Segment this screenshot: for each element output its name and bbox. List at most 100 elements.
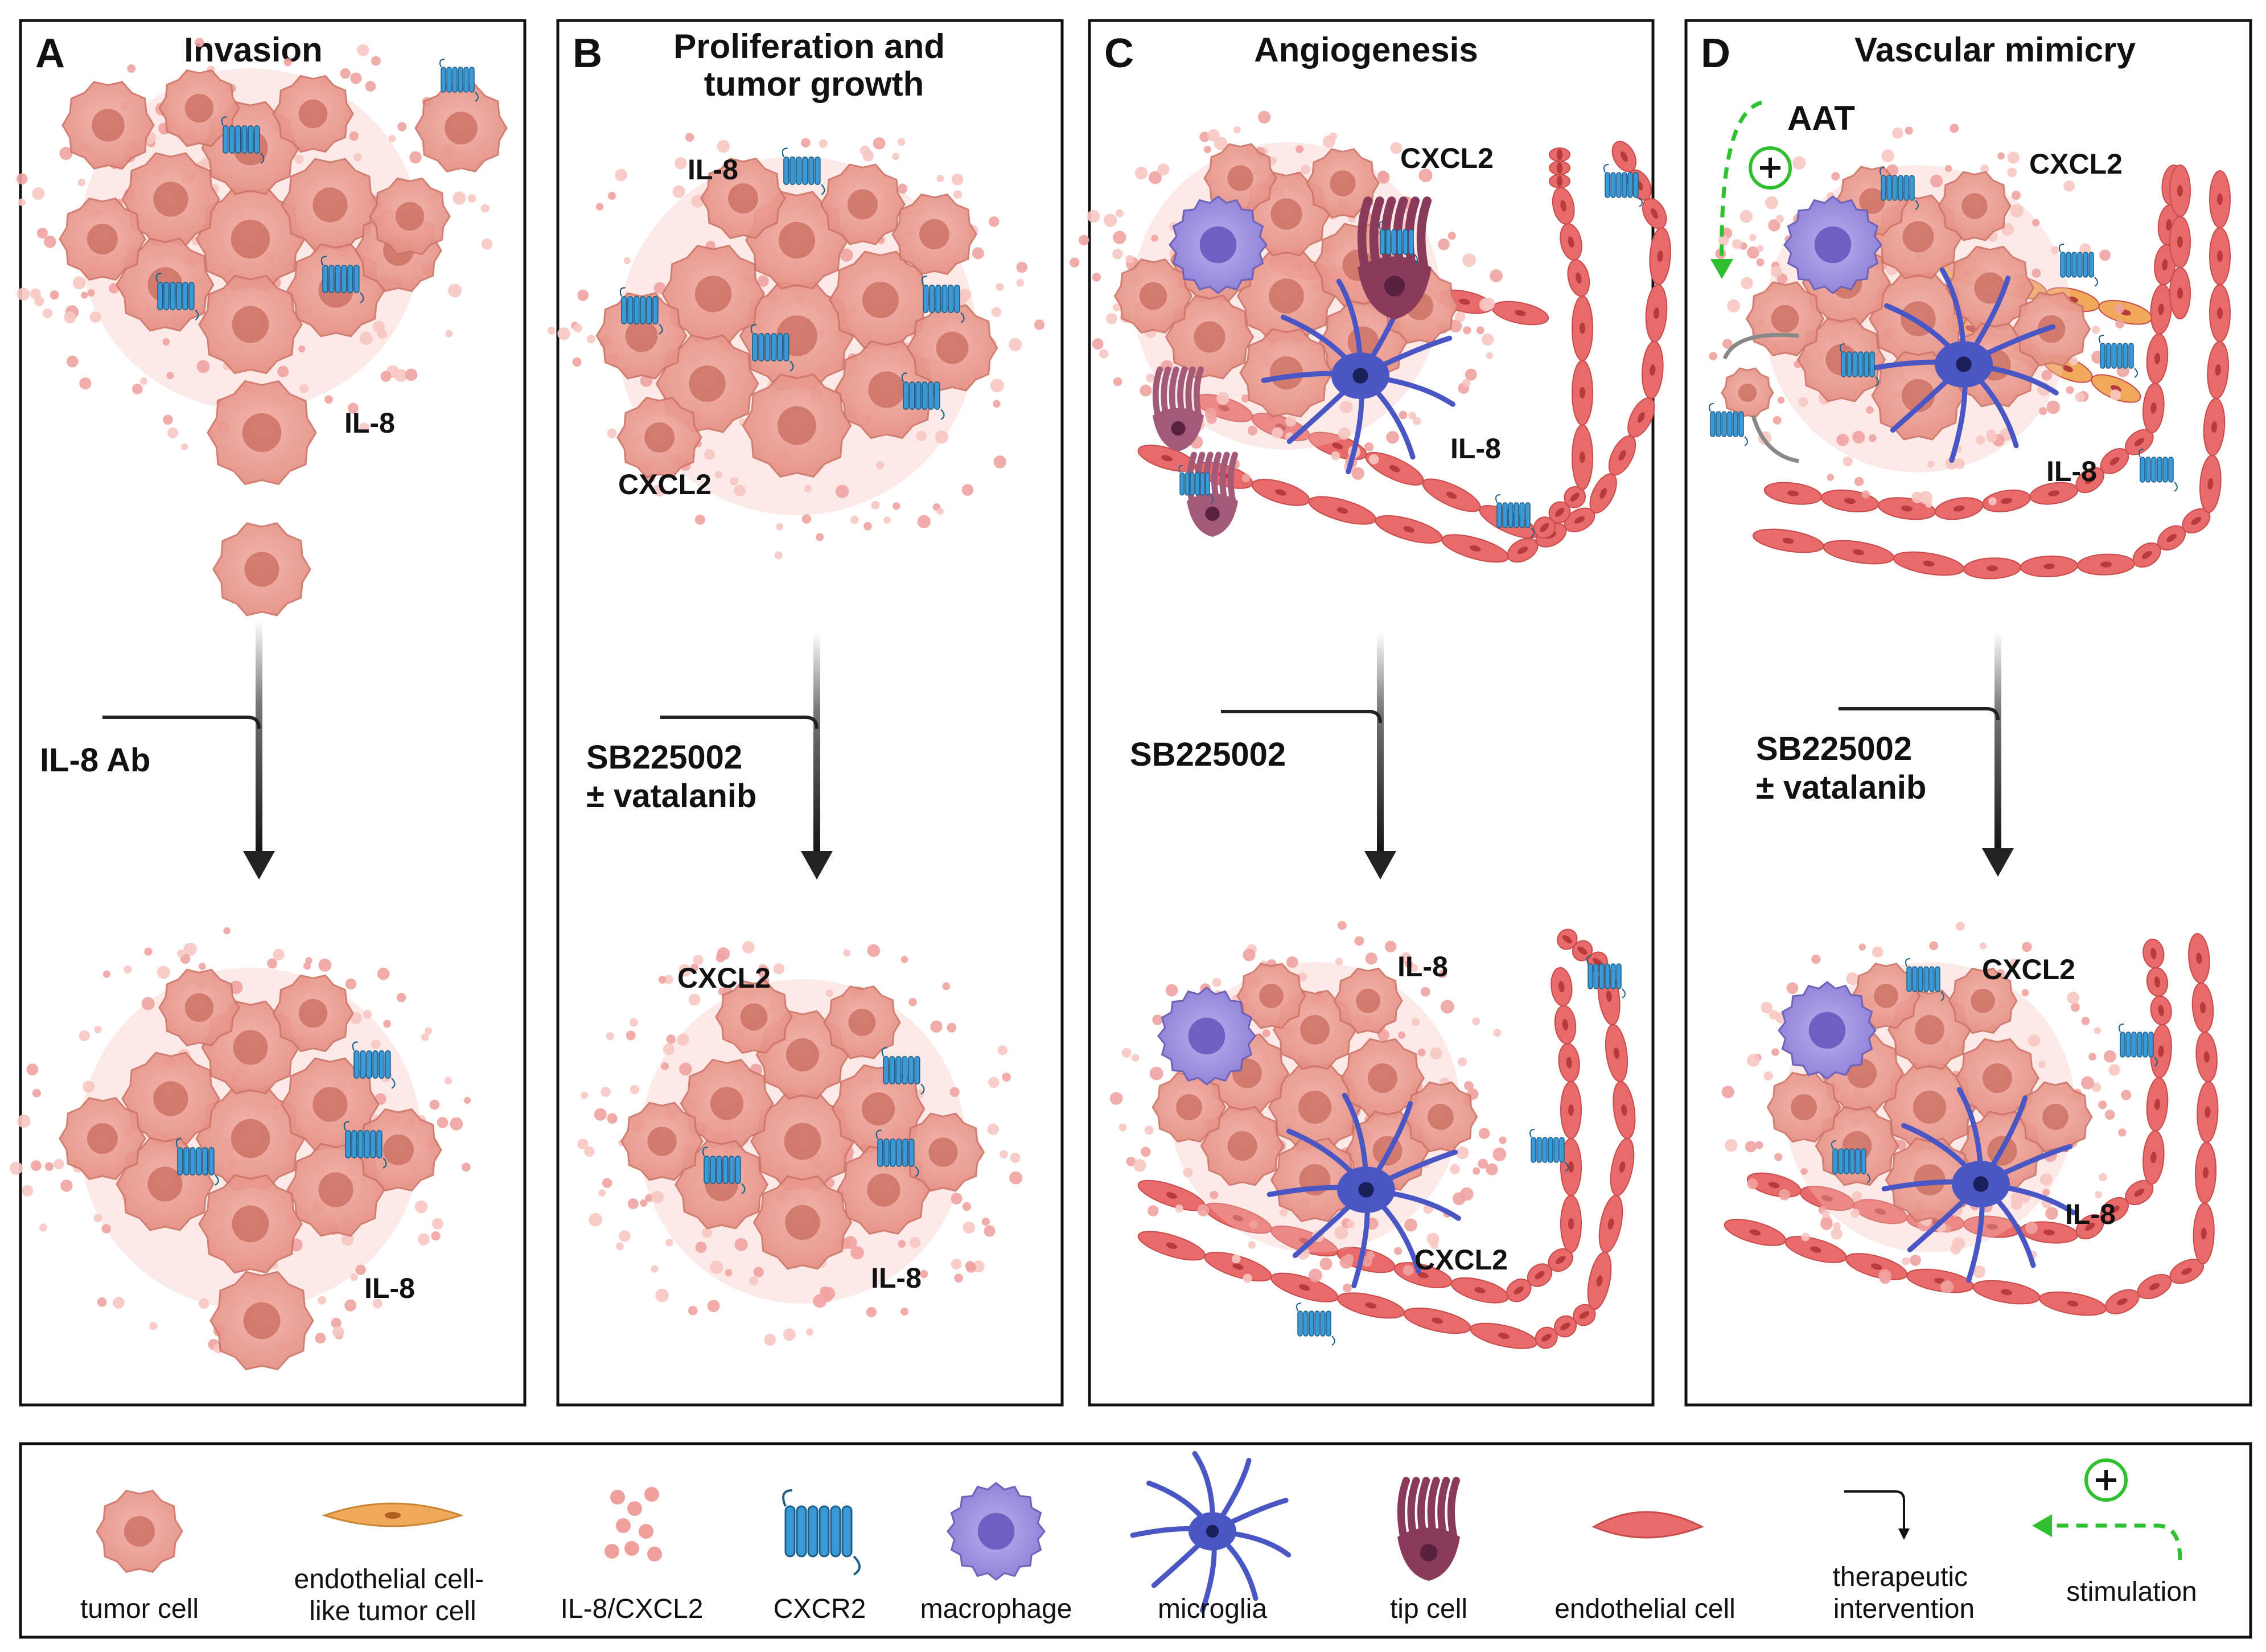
chemokine-dot	[1262, 1029, 1270, 1038]
chemokine-dot	[725, 1269, 733, 1277]
chemokine-dot	[1197, 1204, 1210, 1217]
chemokine-dot	[1858, 943, 1866, 951]
chemokine-dot	[963, 1221, 975, 1234]
chemokine-dot	[448, 283, 462, 298]
chemokine-dot	[380, 371, 392, 382]
chemokine-dot	[124, 965, 132, 974]
panel-a-letter: A	[35, 31, 65, 76]
stimulation-arrowhead	[1710, 259, 1733, 279]
chemokine-dot	[167, 427, 179, 438]
chemokine-dot	[883, 516, 891, 524]
chemokine-dot	[866, 1306, 877, 1318]
panel-a-drug: IL-8 Ab	[40, 742, 150, 779]
chemokine-dot	[127, 64, 136, 73]
chemokine-dot	[1910, 1254, 1921, 1266]
panel-d-drug: SB225002 ± vatalanib	[1756, 730, 1926, 806]
chemokine-dot	[801, 514, 812, 524]
chemokine-dot	[1231, 1254, 1241, 1264]
chemokine-dot	[1157, 163, 1170, 176]
chemokine-dot	[619, 1230, 631, 1242]
chemokine-dot	[753, 1267, 764, 1277]
chemokine-dot	[305, 957, 312, 964]
cxcr2-receptor	[2099, 335, 2138, 378]
chemokine-dot	[1126, 1157, 1136, 1166]
chemokine-dot	[1892, 128, 1903, 139]
chemokine-dot	[1732, 239, 1742, 249]
chemokine-dot	[1365, 952, 1377, 965]
chemokine-dot	[166, 372, 174, 380]
chemokine-dot	[953, 190, 963, 199]
chemokine-dot	[695, 1242, 707, 1254]
chemokine-dot	[873, 137, 886, 150]
chemokine-dot	[607, 428, 617, 438]
chemokine-dot	[332, 1326, 344, 1338]
chemokine-dot	[163, 414, 173, 425]
cxcr2-receptor	[2138, 449, 2178, 492]
chemokine-dot	[17, 1114, 31, 1128]
chemokine-dot	[1070, 257, 1080, 268]
tumor-cell	[1236, 963, 1306, 1029]
chemokine-dot	[601, 1087, 611, 1097]
chemokine-dot	[2071, 1002, 2080, 1012]
chemokine-dot	[2079, 243, 2091, 255]
tip-cell	[1152, 366, 1204, 451]
tumor-cell	[906, 304, 998, 392]
chemokine-dot	[372, 321, 385, 334]
tumor-cell	[158, 968, 240, 1047]
tumor-cell	[1236, 249, 1336, 343]
chemokine-dot	[1478, 1158, 1488, 1169]
chemokine-dot	[584, 1146, 595, 1157]
legend-label-macrophage: macrophage	[920, 1594, 1072, 1624]
chemokine-dot	[2091, 325, 2100, 334]
chemokine-dot	[1930, 174, 1943, 188]
tumor-cell	[891, 193, 977, 276]
chemokine-dot	[1009, 338, 1022, 352]
cxcr2-receptor	[2059, 244, 2098, 287]
tumor-cell	[837, 1145, 931, 1235]
chemokine-dot	[805, 1328, 813, 1336]
chemokine-dot	[283, 58, 292, 67]
chemokine-dot	[1106, 313, 1117, 324]
chemokine-dot	[581, 1091, 589, 1099]
chemokine-dot	[1258, 110, 1271, 124]
chemokine-dot	[397, 122, 407, 131]
tumor-cell	[1766, 1071, 1841, 1143]
chemokine-dot	[987, 1123, 999, 1135]
migration-arrow	[1722, 332, 1799, 360]
tumor-cell	[1945, 245, 2035, 331]
chemokine-dot	[9, 1161, 23, 1175]
chemokine-dot	[1450, 1164, 1460, 1174]
chemokine-dot	[577, 289, 589, 301]
cxcr2-receptor	[1586, 955, 1626, 998]
chemokine-dot	[875, 461, 885, 470]
legend-tumor-cell-icon	[96, 1490, 183, 1573]
panel-c-cxcl2-top: CXCL2	[1400, 142, 1494, 174]
chemokine-dot	[916, 430, 927, 441]
chemokine-dot	[942, 982, 951, 991]
chemokine-dot	[1243, 1273, 1252, 1283]
chemokine-dot	[1362, 1256, 1372, 1267]
panel-d-cxcl2-bottom: CXCL2	[1982, 954, 2075, 985]
chemokine-dot	[717, 139, 730, 153]
chemokine-dot	[898, 1240, 906, 1248]
cxcr2-receptor	[901, 372, 945, 420]
chemokine-dot	[1901, 1257, 1910, 1265]
chemokine-dot	[863, 522, 872, 531]
chemokine-dot	[897, 183, 908, 194]
chemokine-dot	[1831, 172, 1840, 181]
chemokine-dot	[1827, 474, 1835, 481]
chemokine-dot	[1092, 338, 1104, 350]
chemokine-dot	[1338, 427, 1351, 440]
chemokine-dot	[2081, 1017, 2090, 1025]
chemokine-dot	[640, 1199, 648, 1207]
chemokine-dot	[1757, 245, 1764, 252]
chemokine-dot	[2028, 1034, 2041, 1047]
panel-c-il8-top: IL-8	[1450, 433, 1501, 465]
chemokine-dot	[1919, 491, 1933, 505]
chemokine-dot	[1386, 431, 1399, 444]
chemokine-dot	[822, 1287, 836, 1300]
chemokine-dot	[1747, 1054, 1760, 1067]
chemokine-dot	[675, 157, 687, 170]
chemokine-dot	[22, 1185, 34, 1197]
chemokine-dot	[991, 307, 1002, 317]
